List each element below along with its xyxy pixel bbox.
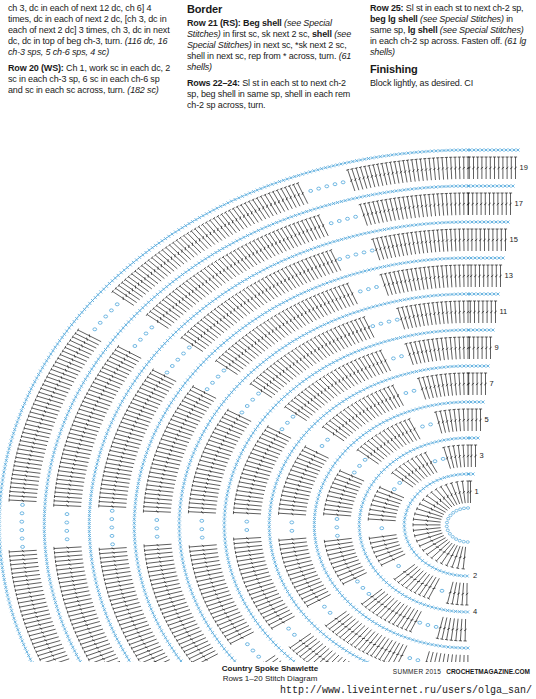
paragraph: Finishing: [370, 63, 530, 76]
instruction-text: Row 21 (RS):: [187, 18, 241, 28]
double-crochet-row: [279, 373, 488, 662]
paragraph: ch 3, dc in each of next 12 dc, ch 6] 4 …: [8, 3, 176, 58]
single-crochet-row: [44, 186, 513, 662]
instruction-text: Row 25:: [370, 3, 403, 13]
chain-space: [155, 286, 386, 663]
single-crochet-row: [313, 401, 485, 650]
double-crochet-row: [233, 337, 492, 662]
stitch-rows: [0, 149, 520, 663]
single-crochet-row: [89, 222, 508, 662]
single-crochet-row: [43, 185, 515, 663]
instruction-text: beg lg shell: [370, 14, 418, 24]
chain-space: [245, 355, 406, 662]
chain-stitches: [445, 507, 469, 544]
instruction-text: in each ch-2 sp across. Fasten off.: [370, 36, 502, 46]
instruction-text: in first sc, sk next 2 sc,: [223, 29, 310, 39]
paragraph: Border: [187, 3, 357, 16]
section-heading: Finishing: [370, 63, 418, 75]
site-footer: CROCHETMAGAZINE.COM: [446, 668, 530, 676]
single-crochet-row: [134, 258, 503, 662]
paragraph: Row 20 (WS): Ch 1, work sc in each dc, 2…: [8, 63, 176, 96]
row-number: 2: [472, 572, 478, 580]
single-crochet-row: [269, 366, 488, 662]
single-crochet-row: [314, 402, 483, 648]
diagram-title: Country Spoke Shawlette: [222, 664, 318, 674]
watermark-url: http://www.liveinternet.ru/users/olga_sa…: [280, 685, 532, 697]
text-column: BorderRow 21 (RS): Beg shell (see Specia…: [187, 3, 357, 116]
chain-space: [65, 215, 362, 662]
double-crochet-row: [99, 229, 507, 662]
single-crochet-row: [268, 365, 490, 663]
double-crochet-row: [324, 409, 483, 641]
paragraph: Rows 22–24: Sl st in each st to next ch-…: [187, 78, 357, 111]
instruction-text: (see Special Stitches): [420, 14, 504, 24]
issue-footer: SUMMER 2015: [393, 668, 441, 676]
single-crochet-row: [0, 149, 520, 663]
row-number: 9: [494, 344, 500, 352]
instruction-text: shell: [312, 29, 332, 39]
single-crochet-row: [359, 438, 478, 612]
single-crochet-row: [133, 257, 505, 663]
single-crochet-row: [403, 473, 475, 578]
paragraph: Row 21 (RS): Beg shell (see Special Stit…: [187, 18, 357, 73]
instruction-text: (see Special Stitches): [440, 25, 524, 35]
chain-space: [20, 181, 356, 662]
double-crochet-row: [143, 265, 502, 662]
instruction-text: (182 sc): [127, 85, 158, 95]
section-heading: Border: [187, 3, 222, 15]
row-number: 17: [514, 200, 524, 208]
single-crochet-row: [223, 329, 495, 663]
row-number: 11: [499, 308, 509, 316]
paragraph: Block lightly, as desired. CI: [370, 78, 530, 89]
row-number: 19: [519, 164, 529, 172]
single-crochet-row: [0, 150, 518, 662]
double-crochet-row: [188, 301, 497, 662]
single-crochet-row: [358, 437, 480, 614]
row-number: 15: [509, 236, 519, 244]
single-crochet-row: [224, 330, 493, 662]
single-crochet-row: [178, 293, 500, 663]
paragraph: Row 25: Sl st in each st to next ch-2 sp…: [370, 3, 530, 58]
row-number: 13: [504, 272, 514, 280]
row-number: 4: [472, 608, 478, 616]
double-crochet-row: [9, 157, 517, 662]
instruction-text: Block lightly, as desired.: [370, 78, 462, 88]
text-column: ch 3, dc in each of next 12 dc, ch 6] 4 …: [8, 3, 176, 101]
row-number: 3: [479, 452, 485, 460]
double-crochet-row: [413, 481, 472, 569]
double-crochet-row: [54, 193, 512, 662]
single-crochet-row: [88, 221, 510, 663]
single-crochet-row: [179, 294, 498, 662]
row-number: 5: [484, 416, 490, 424]
instruction-text: Sl st in each st to next ch-2 sp,: [406, 3, 524, 13]
single-crochet-row: [404, 474, 473, 576]
text-column: Row 25: Sl st in each st to next ch-2 sp…: [370, 3, 530, 94]
row-number: 1: [474, 488, 480, 496]
row-number: 7: [489, 380, 495, 388]
chain-space: [335, 423, 438, 629]
chain-space: [380, 457, 445, 592]
instruction-text: Beg shell: [243, 18, 282, 28]
instruction-text: lg shell: [408, 25, 438, 35]
instruction-text: Rows 22–24:: [187, 78, 240, 88]
instruction-text: Row 20 (WS):: [8, 63, 64, 73]
diagram-caption: Rows 1–20 Stitch Diagram: [223, 674, 318, 684]
instruction-text: CI: [464, 78, 473, 88]
